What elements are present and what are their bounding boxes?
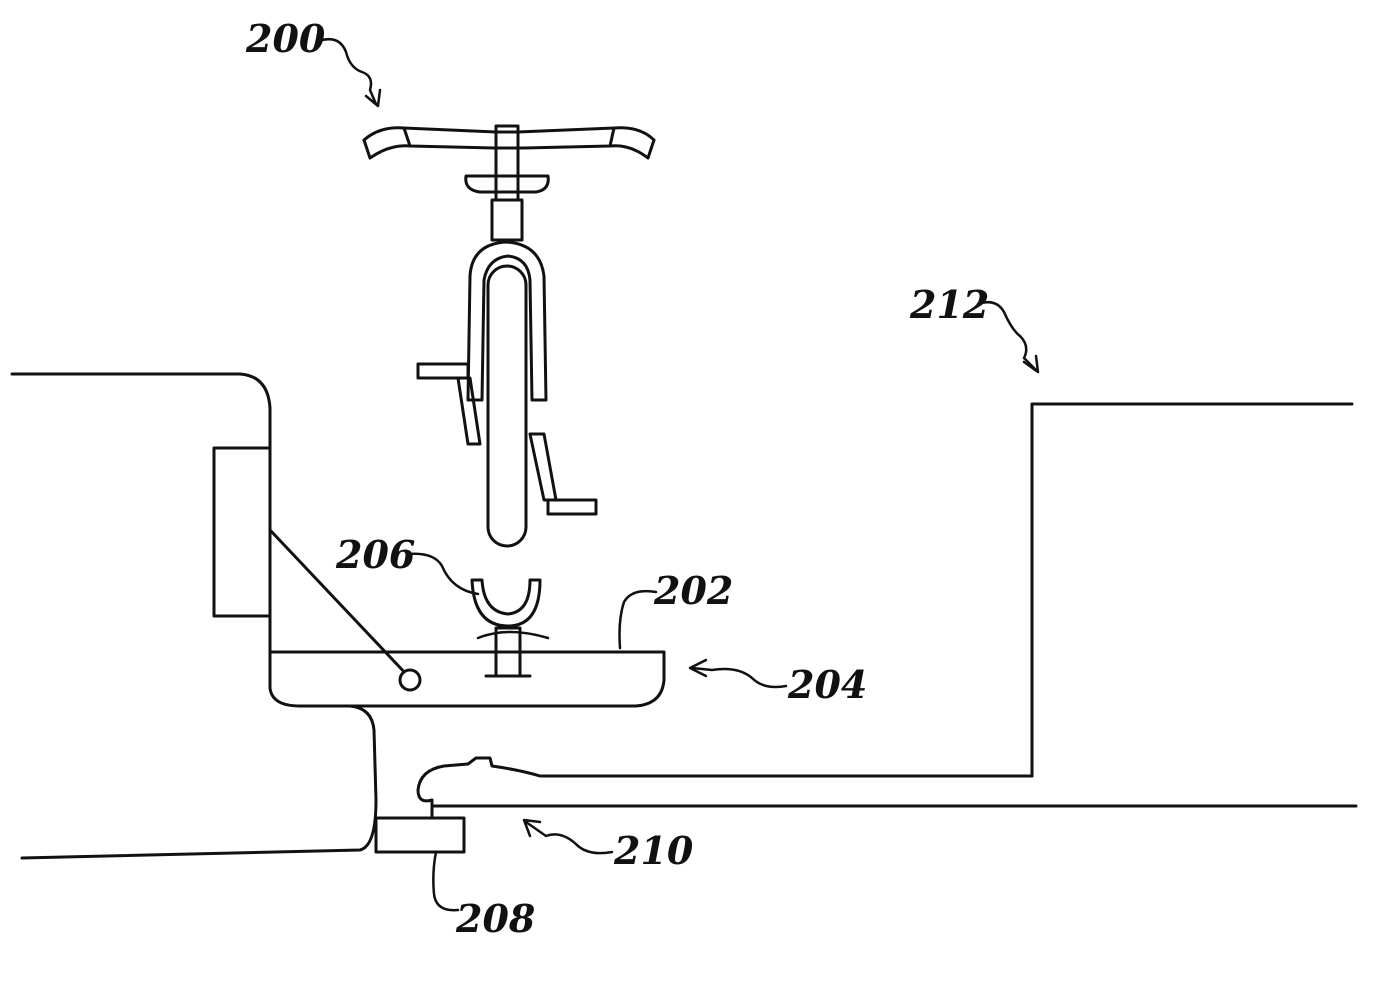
left-vehicle-outline (10, 372, 378, 860)
carrier-platform (268, 528, 666, 708)
label-206: 206 (335, 532, 415, 577)
label-204: 204 (787, 662, 867, 707)
leader-lines (320, 38, 1040, 912)
label-200: 200 (245, 16, 326, 61)
label-212: 212 (909, 282, 989, 327)
hitch-mount (374, 756, 1358, 854)
bicycle (362, 124, 656, 548)
label-202: 202 (653, 568, 733, 613)
label-208: 208 (455, 896, 535, 941)
label-210: 210 (613, 828, 694, 873)
right-vehicle-outline (1030, 402, 1354, 778)
wheel-cradle (470, 578, 550, 678)
